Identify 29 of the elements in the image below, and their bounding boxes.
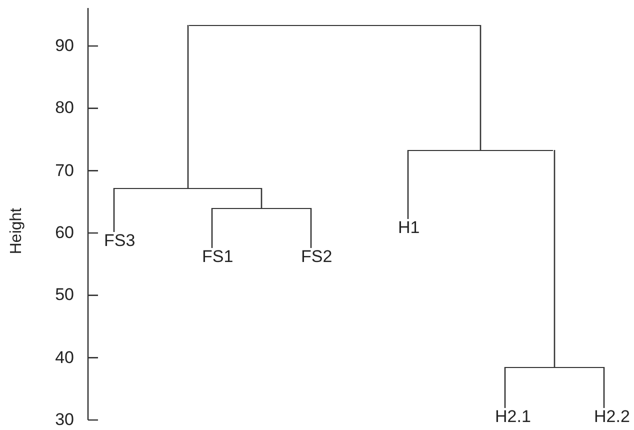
- tick-label: 90: [54, 37, 74, 55]
- branch-line: [504, 367, 506, 408]
- branch-line: [310, 208, 312, 248]
- tick-label: 70: [54, 162, 74, 180]
- axis-title: Height: [8, 208, 26, 254]
- tick-label: 50: [54, 286, 74, 304]
- branch-line: [260, 188, 262, 208]
- merge-line: [408, 150, 553, 151]
- branch-line: [407, 150, 409, 219]
- branch-line: [603, 367, 605, 408]
- leaf-label: H2.2: [594, 408, 630, 426]
- merge-line: [114, 188, 262, 189]
- merge-line: [189, 25, 481, 26]
- tick-label: 30: [54, 411, 74, 429]
- branch-line: [113, 188, 115, 232]
- leaf-label: FS2: [301, 248, 332, 266]
- tick-label: 60: [54, 224, 74, 242]
- tick-label: 80: [54, 99, 74, 118]
- branch-line: [554, 150, 556, 367]
- merge-line: [212, 208, 311, 209]
- branch-line: [187, 25, 189, 188]
- leaf-label: H2.1: [495, 408, 531, 426]
- merge-line: [505, 367, 604, 368]
- leaf-label: FS3: [104, 232, 136, 250]
- branch-line: [211, 208, 213, 248]
- tick-label: 40: [54, 348, 74, 367]
- branch-line: [480, 25, 482, 150]
- leaf-label: FS1: [202, 248, 234, 266]
- leaf-label: H1: [398, 219, 420, 237]
